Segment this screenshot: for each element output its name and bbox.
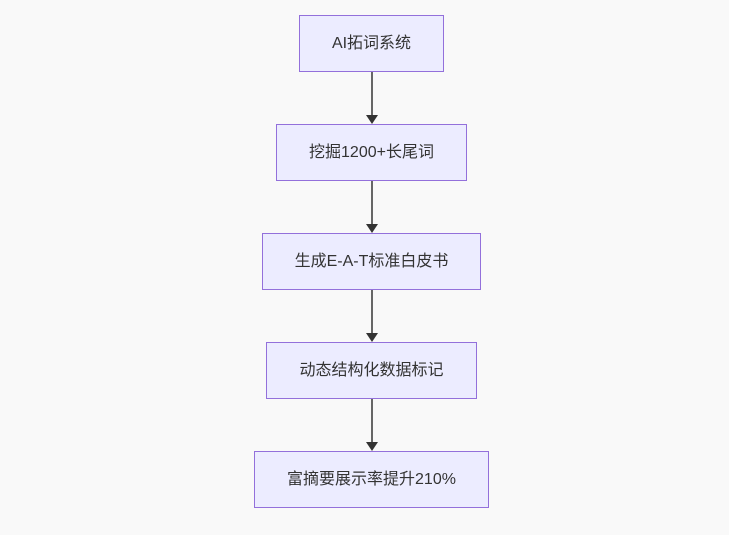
- arrow-head-icon: [365, 442, 378, 451]
- flowchart-node-rich-snippet-rate: 富摘要展示率提升210%: [254, 451, 489, 508]
- arrow-line: [370, 72, 373, 115]
- flowchart-node-structured-data: 动态结构化数据标记: [266, 342, 477, 399]
- flow-arrow-1: [365, 72, 378, 124]
- arrow-line: [370, 290, 373, 333]
- flowchart-node-eat-whitepaper: 生成E-A-T标准白皮书: [261, 233, 482, 290]
- flowchart-node-longtail-keywords: 挖掘1200+长尾词: [276, 124, 467, 181]
- flowchart-node-ai-system: AI拓词系统: [298, 15, 445, 72]
- flow-arrow-4: [365, 399, 378, 451]
- arrow-line: [370, 399, 373, 442]
- flowchart-column: AI拓词系统 挖掘1200+长尾词 生成E-A-T标准白皮书 动态结构化数据标记…: [7, 15, 729, 508]
- flow-arrow-2: [365, 181, 378, 233]
- flow-arrow-3: [365, 290, 378, 342]
- arrow-head-icon: [365, 333, 378, 342]
- arrow-head-icon: [365, 115, 378, 124]
- arrow-line: [370, 181, 373, 224]
- arrow-head-icon: [365, 224, 378, 233]
